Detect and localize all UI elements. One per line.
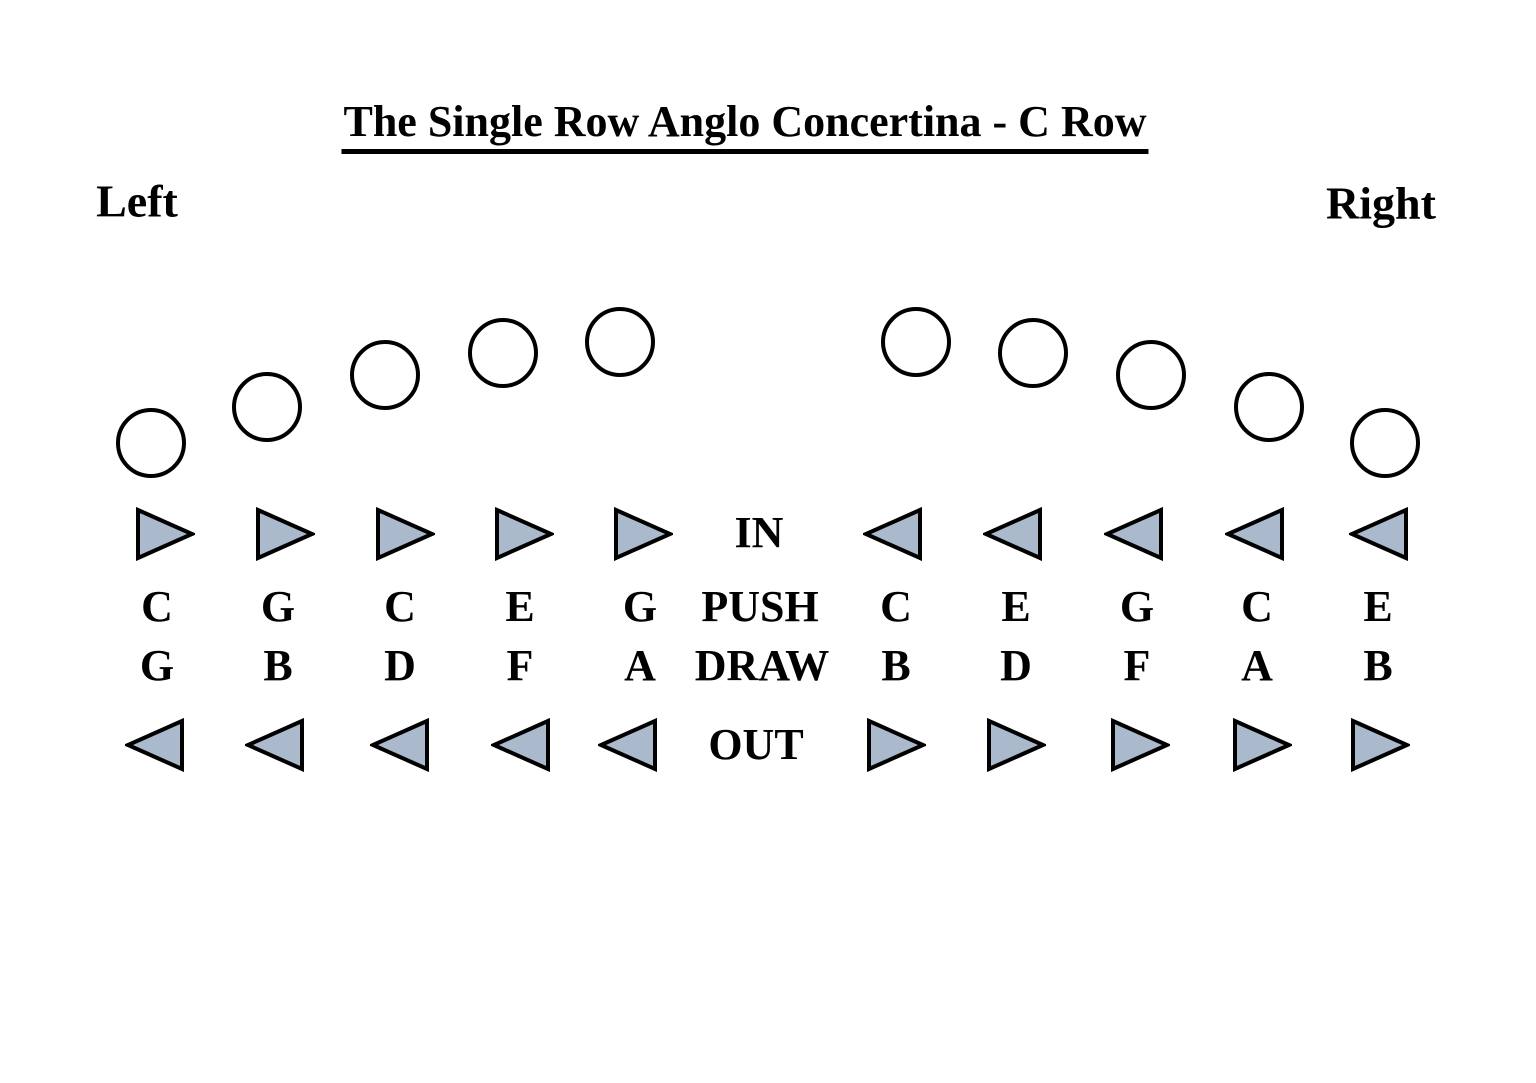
button-circle-right-3 <box>1116 340 1186 410</box>
button-circle-left-3 <box>350 340 420 410</box>
note-draw-right-3: F <box>1123 641 1151 690</box>
note-draw-right-4: A <box>1241 641 1273 690</box>
note-draw-right-5: B <box>1363 641 1393 690</box>
in-arrow-left-2 <box>256 507 315 561</box>
note-push-left-2: G <box>260 582 296 631</box>
in-label: IN <box>734 508 784 557</box>
note-push-right-2: E <box>1001 582 1031 631</box>
out-arrow-right-4 <box>1233 718 1292 772</box>
in-arrow-right-3 <box>1104 507 1163 561</box>
button-circle-right-5 <box>1350 408 1420 478</box>
right-side-label: Right <box>1326 177 1436 229</box>
button-circle-right-4 <box>1234 372 1304 442</box>
out-arrow-right-3 <box>1111 718 1170 772</box>
note-push-left-4: E <box>505 582 535 631</box>
out-label: OUT <box>708 720 804 769</box>
in-arrow-right-5 <box>1349 507 1408 561</box>
out-arrow-left-2 <box>245 718 304 772</box>
button-circle-right-2 <box>998 318 1068 388</box>
note-push-left-1: C <box>141 582 173 631</box>
out-arrow-right-1 <box>867 718 926 772</box>
button-circle-left-2 <box>232 372 302 442</box>
note-push-right-5: E <box>1363 582 1393 631</box>
left-side-label: Left <box>96 175 178 227</box>
note-draw-left-5: A <box>624 641 656 690</box>
out-arrow-left-4 <box>491 718 550 772</box>
out-arrow-right-5 <box>1351 718 1410 772</box>
button-circle-left-1 <box>116 408 186 478</box>
note-push-right-3: G <box>1119 582 1155 631</box>
out-arrow-left-1 <box>125 718 184 772</box>
in-arrow-left-3 <box>376 507 435 561</box>
in-arrow-right-2 <box>983 507 1042 561</box>
note-draw-right-1: B <box>881 641 911 690</box>
button-circle-right-1 <box>881 307 951 377</box>
out-arrow-left-5 <box>598 718 657 772</box>
in-arrow-left-5 <box>614 507 673 561</box>
in-arrow-right-1 <box>863 507 922 561</box>
note-draw-left-3: D <box>384 641 416 690</box>
in-arrow-right-4 <box>1225 507 1284 561</box>
note-push-left-3: C <box>384 582 416 631</box>
button-circle-left-4 <box>468 318 538 388</box>
note-push-right-1: C <box>880 582 912 631</box>
in-arrow-left-4 <box>495 507 554 561</box>
out-arrow-left-3 <box>370 718 429 772</box>
button-circle-left-5 <box>585 307 655 377</box>
page-title: The Single Row Anglo Concertina - C Row <box>341 97 1149 155</box>
out-arrow-right-2 <box>987 718 1046 772</box>
note-push-right-4: C <box>1241 582 1273 631</box>
note-draw-left-2: B <box>263 641 293 690</box>
in-arrow-left-1 <box>136 507 195 561</box>
note-draw-left-4: F <box>506 641 534 690</box>
draw-label: DRAW <box>694 641 830 690</box>
note-draw-right-2: D <box>1000 641 1032 690</box>
note-draw-left-1: G <box>139 641 175 690</box>
push-label: PUSH <box>701 582 819 631</box>
note-push-left-5: G <box>622 582 658 631</box>
